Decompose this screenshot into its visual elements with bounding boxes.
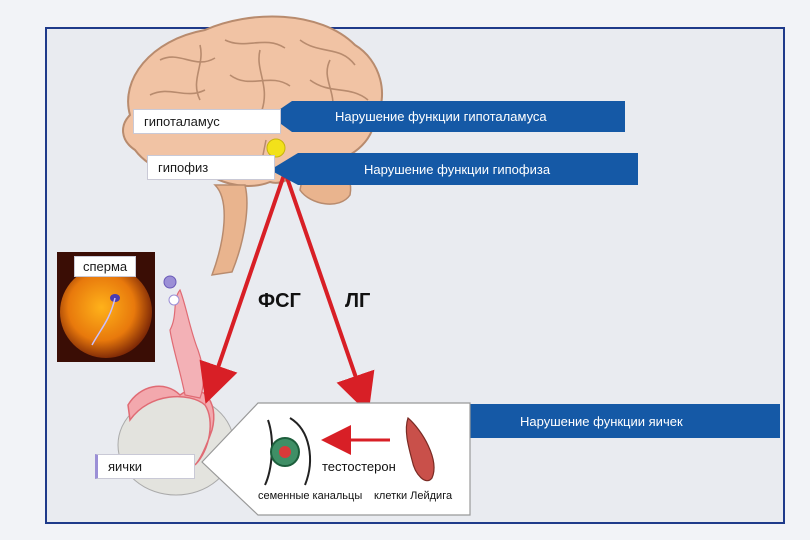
brain-illustration bbox=[122, 15, 384, 276]
lh-arrow bbox=[283, 171, 375, 414]
label-leydig-cells: клетки Лейдига bbox=[374, 490, 453, 502]
banner-hypothalamus-shape bbox=[270, 101, 625, 132]
label-sperm: сперма bbox=[74, 256, 137, 277]
banner-pituitary-shape bbox=[270, 153, 638, 185]
banner-testes: Нарушение функции яичек bbox=[520, 413, 683, 429]
label-testes: яички bbox=[95, 454, 195, 479]
banner-testes-shape bbox=[428, 404, 780, 438]
hormone-fsh: ФСГ bbox=[258, 290, 301, 312]
label-pituitary: гипофиз bbox=[147, 155, 275, 180]
banner-hypothalamus: Нарушение функции гипоталамуса bbox=[335, 109, 547, 124]
label-testosterone: тестостерон bbox=[322, 459, 396, 474]
testis-detail-inset bbox=[201, 402, 471, 516]
fsh-arrow bbox=[199, 171, 287, 404]
label-hypothalamus: гипоталамус bbox=[133, 109, 281, 134]
banner-pituitary: Нарушение функции гипофиза bbox=[364, 161, 551, 177]
label-seminiferous-tubules: семенные канальцы bbox=[258, 490, 363, 502]
hormone-lh: ЛГ bbox=[345, 290, 371, 312]
